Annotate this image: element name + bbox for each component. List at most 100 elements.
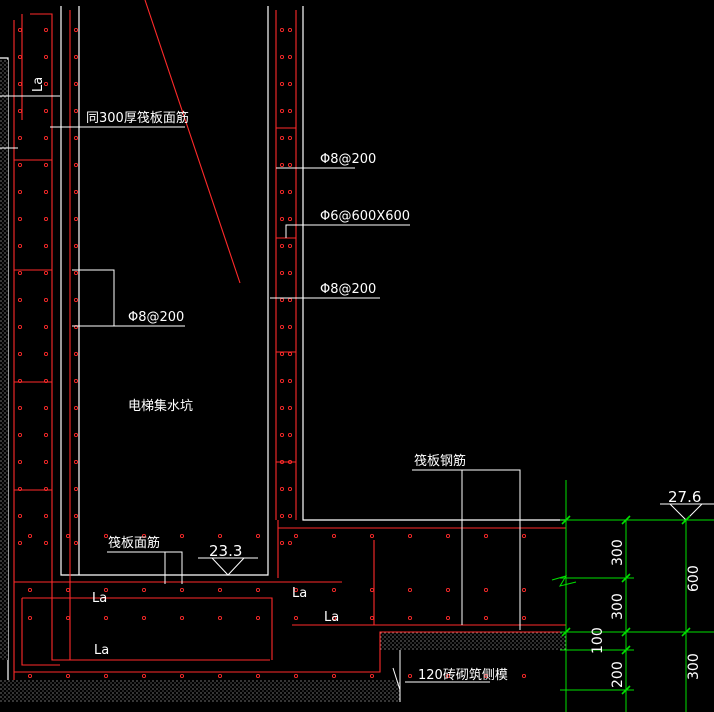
label-la-right: La [324, 610, 339, 625]
rebar-dot [73, 108, 79, 114]
elevation-markers [198, 503, 714, 576]
rebar-dot [65, 587, 71, 593]
rebar-dot [73, 54, 79, 60]
rebar-dot [103, 673, 109, 679]
rebar-dot [43, 108, 49, 114]
rebar-dot [521, 615, 527, 621]
rebar-dot [255, 533, 261, 539]
rebar-dot [43, 297, 49, 303]
rebar-dot [445, 587, 451, 593]
rebar-dot [17, 378, 23, 384]
label-rebar-phi8-200-b: Φ8@200 [320, 282, 376, 297]
rebar-dot [17, 540, 23, 546]
rebar-dot [483, 673, 489, 679]
rebar-dot [103, 587, 109, 593]
rebar-dot [279, 81, 285, 87]
rebar-dot [279, 270, 285, 276]
rebar-dot [43, 486, 49, 492]
rebar-dot [73, 135, 79, 141]
rebar-dot [73, 270, 79, 276]
rebar-dot [279, 405, 285, 411]
rebar-dot [287, 324, 293, 330]
rebar-dot [287, 378, 293, 384]
rebar-dot [279, 486, 285, 492]
rebar-dot [17, 216, 23, 222]
leader-lines [0, 95, 521, 691]
rebar-dot [483, 615, 489, 621]
rebar-dot [279, 324, 285, 330]
rebar-dot [255, 673, 261, 679]
rebar-dot [255, 615, 261, 621]
rebar-dot [17, 486, 23, 492]
rebar-dot [279, 351, 285, 357]
rebar-dot [27, 673, 33, 679]
dimension-200: 200 [610, 661, 626, 688]
rebar-dot [43, 243, 49, 249]
rebar-dot [279, 135, 285, 141]
rebar-dot [65, 673, 71, 679]
rebar-dot [141, 533, 147, 539]
section-cut-line [144, 0, 241, 284]
rebar-dot [279, 243, 285, 249]
rebar-dot [43, 459, 49, 465]
rebar-dot [293, 615, 299, 621]
rebar-dot [287, 297, 293, 303]
rebar-dot [287, 162, 293, 168]
rebar-dot [217, 673, 223, 679]
label-rebar-phi8-200-left: Φ8@200 [128, 310, 184, 325]
rebar-dot [17, 270, 23, 276]
dimension-100: 100 [590, 627, 606, 654]
rebar-dot [279, 459, 285, 465]
rebar-dot [17, 81, 23, 87]
rebar-dot [287, 27, 293, 33]
rebar-dot [73, 459, 79, 465]
rebar-dot [17, 405, 23, 411]
dimension-600: 600 [686, 565, 702, 592]
rebar-dot [179, 533, 185, 539]
rebar-dot [17, 324, 23, 330]
rebar-dot [73, 243, 79, 249]
rebar-dot [279, 513, 285, 519]
rebar-dot [141, 673, 147, 679]
rebar-dot [17, 243, 23, 249]
rebar-dot [445, 615, 451, 621]
rebar-dot [73, 378, 79, 384]
rebar-dot [287, 459, 293, 465]
rebar-dot [483, 533, 489, 539]
elevation-pit-bottom: 23.3 [209, 542, 242, 560]
rebar-dot [331, 673, 337, 679]
rebar-dot [17, 459, 23, 465]
label-rebar-phi6-600x600: Φ6@600X600 [320, 209, 410, 224]
rebar-dot [43, 162, 49, 168]
rebar-dot [43, 135, 49, 141]
rebar-dot [287, 135, 293, 141]
rebar-dot [287, 513, 293, 519]
rebar-dot [17, 432, 23, 438]
label-raft-rebar: 筏板钢筋 [414, 453, 466, 469]
rebar-dot [73, 81, 79, 87]
rebar-dot [43, 189, 49, 195]
rebar-dot [17, 297, 23, 303]
rebar-dot [293, 533, 299, 539]
rebar-dot [103, 615, 109, 621]
rebar-dot [279, 297, 285, 303]
rebar-dot [73, 324, 79, 330]
rebar-dot [287, 486, 293, 492]
rebar-dot [141, 587, 147, 593]
rebar-dot [43, 81, 49, 87]
elevation-raft-top: 27.6 [668, 488, 701, 506]
label-brick-wall: 120砖砌筑侧模 [418, 667, 508, 683]
rebar-dot [217, 615, 223, 621]
rebar-dot [43, 432, 49, 438]
rebar-dot [73, 216, 79, 222]
concrete-outline [0, 6, 566, 691]
rebar-dot [287, 270, 293, 276]
rebar-dot [287, 351, 293, 357]
rebar-dot [407, 587, 413, 593]
dimension-300-c: 300 [686, 653, 702, 680]
rebar-dot [73, 486, 79, 492]
rebar-dot [43, 54, 49, 60]
rebar-dot [73, 162, 79, 168]
rebar-dot [279, 540, 285, 546]
